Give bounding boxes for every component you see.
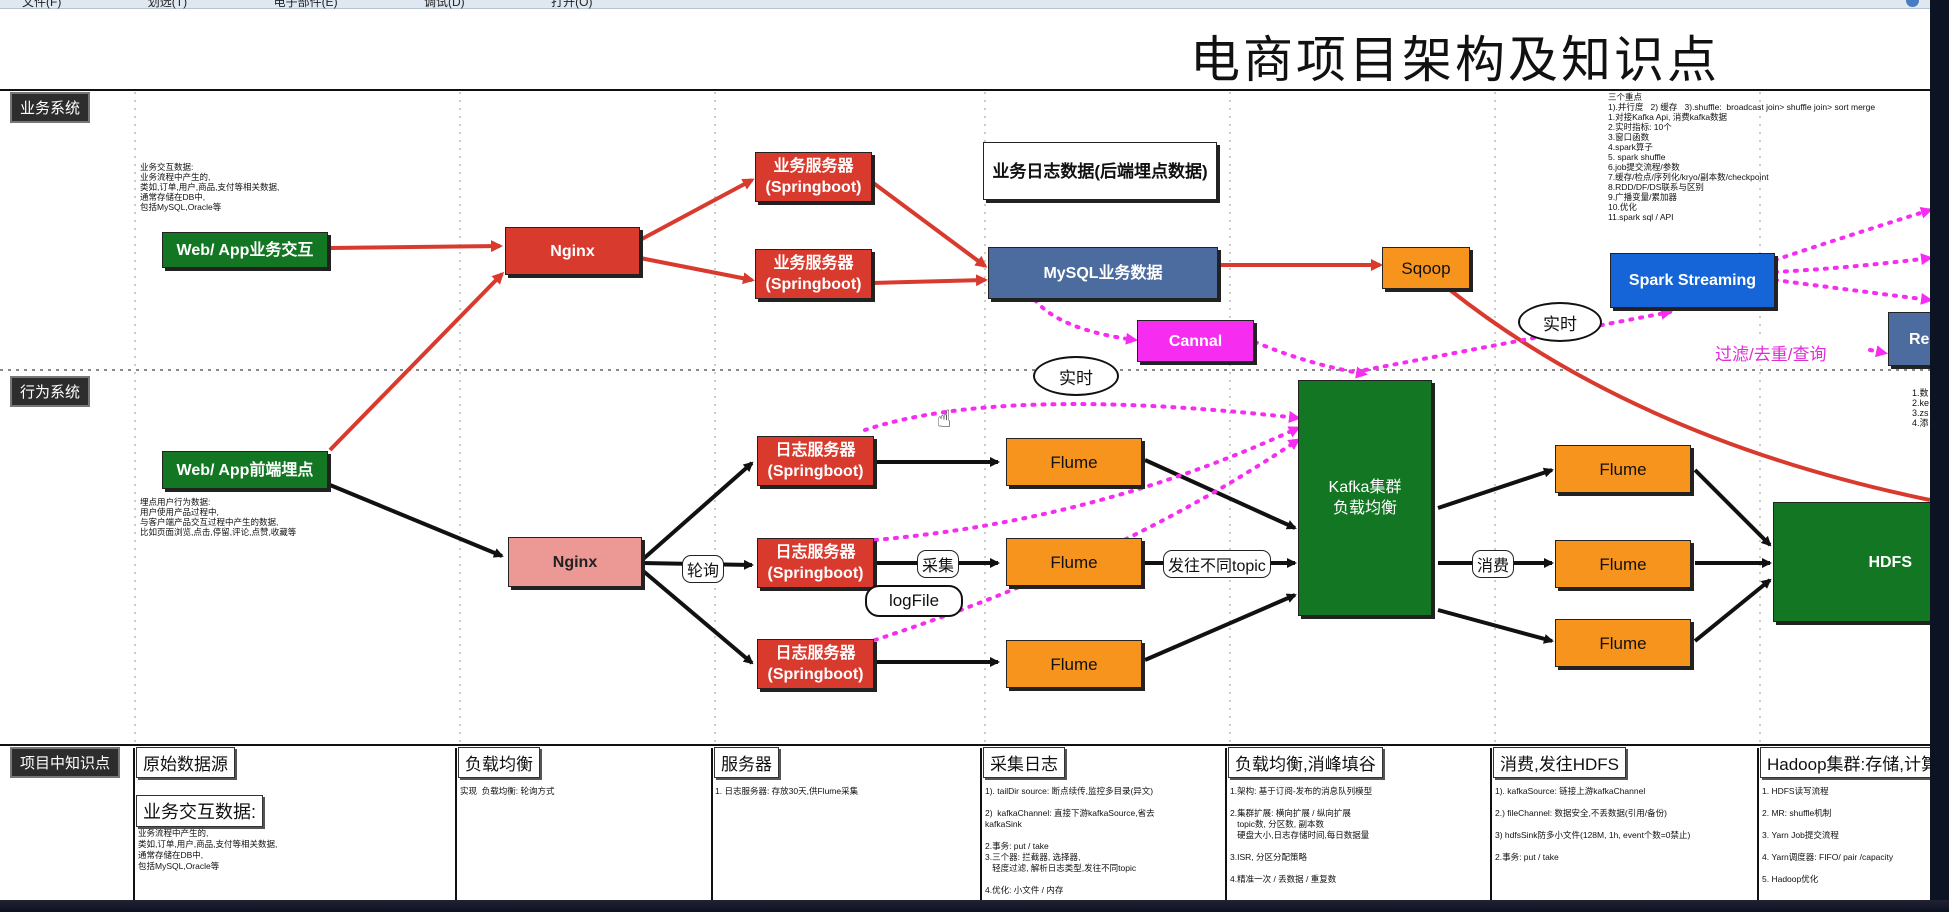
knowledge-divider-5 [1225, 748, 1227, 908]
label-consume: 消费 [1472, 550, 1515, 578]
flume-3-node[interactable]: Flume [1006, 640, 1142, 688]
nginx-bottom-node[interactable]: Nginx [508, 537, 642, 587]
label-filter-dedupe: 过滤/去重/查询 [1712, 340, 1830, 365]
realtime-bubble-2: 实时 [1518, 302, 1602, 342]
menu-item-components[interactable]: 电子部件(E) [273, 0, 338, 9]
sqoop-node[interactable]: Sqoop [1382, 247, 1470, 289]
web-app-tracking-node[interactable]: Web/ App前端埋点 [162, 451, 328, 489]
label-topic: 发往不同topic [1163, 550, 1271, 578]
lane-knowledge: 项目中知识点 [10, 747, 121, 778]
business-flow [328, 178, 1931, 502]
mysql-node[interactable]: MySQL业务数据 [988, 247, 1218, 299]
right-edge-bar [1930, 0, 1949, 912]
menu-item-open[interactable]: 打开(O) [551, 0, 593, 9]
taskbar [0, 900, 1949, 912]
kp-head-consume: 消费,发往HDFS [1493, 747, 1626, 778]
menu-item-select[interactable]: 划选(T) [147, 0, 188, 9]
realtime-flow [863, 206, 1933, 642]
knowledge-divider-7 [1757, 748, 1759, 908]
label-collect: 采集 [917, 550, 960, 578]
kp-text-hadoop: 1. HDFS读写流程 2. MR: shuffle机制 3. Yarn Job… [1762, 786, 1894, 884]
log-server-1-node[interactable]: 日志服务器 (Springboot) [757, 436, 874, 486]
biz-server-2-node[interactable]: 业务服务器 (Springboot) [755, 249, 872, 299]
web-app-business-node[interactable]: Web/ App业务交互 [162, 232, 328, 268]
kp-text-consume: 1). kafkaSource: 链接上游kafkaChannel 2.) fi… [1495, 786, 1691, 862]
kp-text-server: 1. 日志服务器: 存放30天,供Flume采集 [715, 786, 859, 796]
canal-node[interactable]: Cannal [1137, 320, 1254, 362]
kp-head-source: 原始数据源 [136, 747, 235, 778]
knowledge-divider-1 [133, 748, 135, 908]
nginx-top-node[interactable]: Nginx [505, 227, 640, 275]
kp-head-lb: 负载均衡 [458, 747, 540, 778]
kp-head-collect: 采集日志 [983, 747, 1065, 778]
redis-note: 1.数 2.ke 3.zs 4.添 [1912, 388, 1930, 428]
lane-business: 业务系统 [10, 92, 91, 123]
kp-text-lb: 实现 负载均衡: 轮询方式 [460, 786, 555, 796]
knowledge-divider-4 [980, 748, 982, 908]
behavior-note: 埋点用户行为数据: 用户使用产品过程中, 与客户端产品交互过程中产生的数据, 比… [140, 497, 297, 537]
help-icon[interactable] [1906, 0, 1919, 7]
logfile-bubble: logFile [865, 585, 963, 617]
kp-head-server: 服务器 [714, 747, 779, 778]
menu-item-file[interactable]: 文件(F) [22, 0, 62, 9]
kp-text-kafka: 1.架构: 基于订阅-发布的消息队列模型 2.集群扩展: 横向扩展 / 纵向扩展… [1230, 786, 1373, 884]
lane-behavior: 行为系统 [10, 376, 91, 407]
log-server-2-node[interactable]: 日志服务器 (Springboot) [757, 538, 874, 588]
menu-item-debug[interactable]: 调试(D) [424, 0, 465, 9]
flume-1-node[interactable]: Flume [1006, 438, 1142, 486]
flume-2-node[interactable]: Flume [1006, 538, 1142, 586]
kp-text-collect: 1). tailDir source: 断点续传,监控多目录(异文) 2) ka… [985, 786, 1155, 895]
realtime-bubble-1: 实时 [1033, 356, 1119, 396]
hand-cursor-icon: ☝ [937, 406, 952, 433]
label-polling: 轮询 [682, 555, 725, 583]
flume-4-node[interactable]: Flume [1555, 445, 1691, 493]
diagram-title: 电商项目架构及知识点 [1190, 31, 1720, 89]
knowledge-divider-3 [711, 748, 713, 908]
biz-server-1-node[interactable]: 业务服务器 (Springboot) [755, 152, 872, 202]
knowledge-divider-6 [1490, 748, 1492, 908]
redis-node[interactable]: Re [1888, 312, 1938, 366]
spark-note: 三个重点 1).并行度 2) 缓存 3).shuffle: broadcast … [1608, 92, 1876, 222]
biz-log-data-box[interactable]: 业务日志数据(后端埋点数据) [983, 142, 1217, 200]
spark-streaming-node[interactable]: Spark Streaming [1610, 253, 1775, 308]
hdfs-node[interactable]: HDFS [1773, 502, 1943, 622]
kp-head-kafka: 负载均衡,消峰填谷 [1228, 747, 1383, 778]
knowledge-divider-2 [455, 748, 457, 908]
column-guides [134, 92, 1761, 745]
flume-5-node[interactable]: Flume [1555, 540, 1691, 588]
kp-head-hadoop: Hadoop集群:存储,计算 [1760, 747, 1945, 778]
kafka-cluster-node[interactable]: Kafka集群 负载均衡 [1298, 380, 1432, 616]
menu-bar: 文件(F) 划选(T) 电子部件(E) 调试(D) 打开(O) [0, 0, 1949, 9]
flume-6-node[interactable]: Flume [1555, 619, 1691, 667]
kp-text-source: 业务流程中产生的, 类如,订单,用户,商品,支付等相关数据, 通常存储在DB中,… [138, 828, 278, 871]
log-server-3-node[interactable]: 日志服务器 (Springboot) [757, 639, 874, 689]
kp-sub-source: 业务交互数据: [136, 795, 264, 827]
business-note: 业务交互数据: 业务流程中产生的, 类如,订单,用户,商品,支付等相关数据, 通… [140, 162, 280, 212]
